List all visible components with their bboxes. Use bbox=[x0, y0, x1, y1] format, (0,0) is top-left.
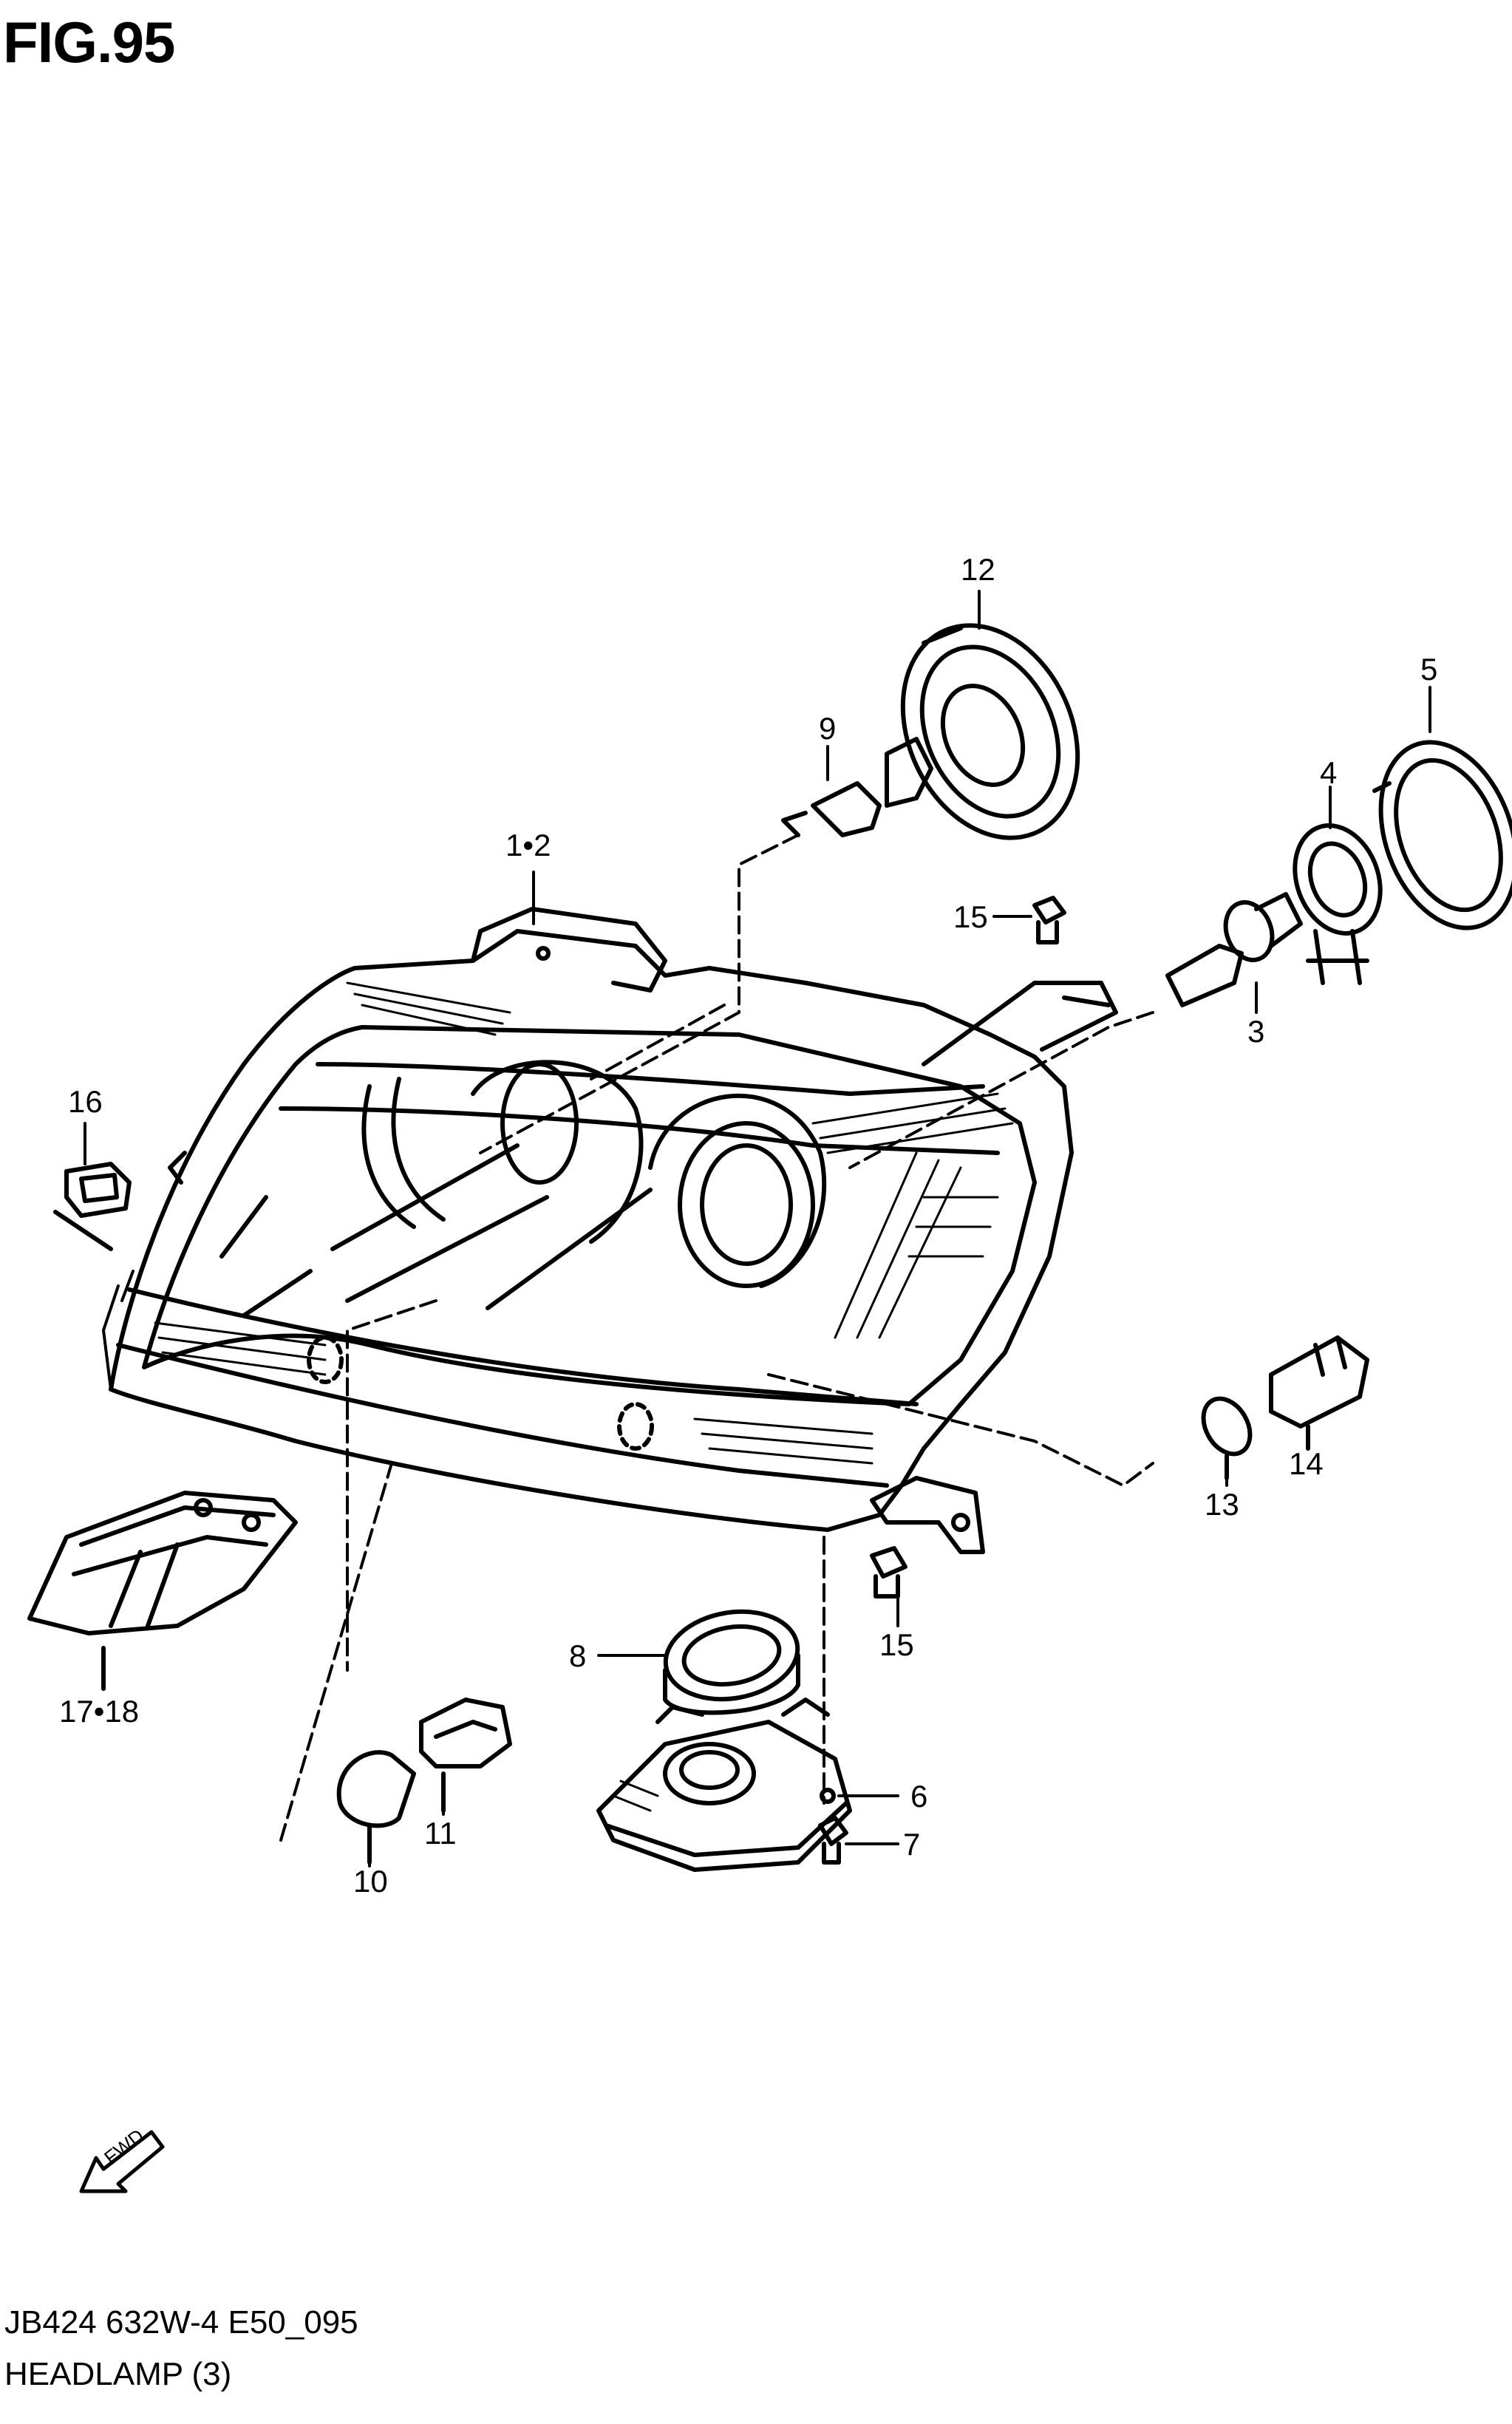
part-12-socket bbox=[419, 1698, 512, 1813]
callout-10: 12 bbox=[961, 552, 995, 587]
callout-1-2: 1•2 bbox=[505, 828, 551, 862]
callout-3: 3 bbox=[1247, 1014, 1264, 1049]
fwd-label: FWD bbox=[100, 2125, 148, 2169]
part-16-clip bbox=[53, 1162, 132, 1251]
part-11-bulb bbox=[336, 1750, 416, 1865]
headlamp-housing bbox=[102, 907, 1118, 1554]
part-6-ballast bbox=[596, 1698, 852, 1872]
callout-labels: 12 9 5 4 3 1•2 15 16 14 13 15 8 17•18 6 … bbox=[59, 552, 1437, 2169]
callout-11: 10 bbox=[353, 1864, 388, 1899]
callout-13: 13 bbox=[1205, 1487, 1239, 1522]
part-7-bolt bbox=[818, 1816, 848, 1865]
callout-14: 14 bbox=[1289, 1446, 1324, 1481]
callout-15-top: 15 bbox=[953, 899, 988, 934]
callout-8: 8 bbox=[569, 1638, 586, 1673]
part-10-cap bbox=[900, 623, 1080, 840]
fwd-arrow-icon bbox=[79, 2130, 165, 2193]
callout-4: 4 bbox=[1320, 755, 1337, 790]
part-14-socket bbox=[1269, 1335, 1369, 1451]
callout-6: 6 bbox=[910, 1779, 927, 1814]
callout-15-bottom: 15 bbox=[879, 1627, 914, 1662]
part-4-socket bbox=[1293, 823, 1383, 985]
callout-5: 5 bbox=[1420, 652, 1437, 687]
part-5-ring bbox=[1372, 740, 1512, 930]
part-15-bolt-bottom bbox=[870, 1546, 907, 1599]
callout-17-18: 17•18 bbox=[59, 1694, 139, 1729]
diagram-name: HEADLAMP (3) bbox=[4, 2356, 232, 2392]
callout-7: 7 bbox=[903, 1827, 920, 1862]
leader-lines bbox=[84, 590, 1431, 1868]
figure-title: FIG.95 bbox=[3, 10, 175, 75]
part-9-bulb bbox=[781, 737, 933, 837]
part-3-bulb bbox=[1165, 892, 1303, 1007]
diagram-code: JB424 632W-4 E50_095 bbox=[4, 2304, 358, 2340]
callout-12: 11 bbox=[424, 1816, 457, 1851]
part-15-bolt-top bbox=[1032, 896, 1066, 944]
part-8-ring bbox=[663, 1609, 800, 1715]
assembly-lines bbox=[279, 834, 1154, 1842]
callout-9: 9 bbox=[819, 711, 836, 746]
callout-16: 16 bbox=[68, 1084, 103, 1119]
part-13-bulb bbox=[1201, 1396, 1253, 1480]
part-17-18-cover bbox=[27, 1491, 298, 1691]
